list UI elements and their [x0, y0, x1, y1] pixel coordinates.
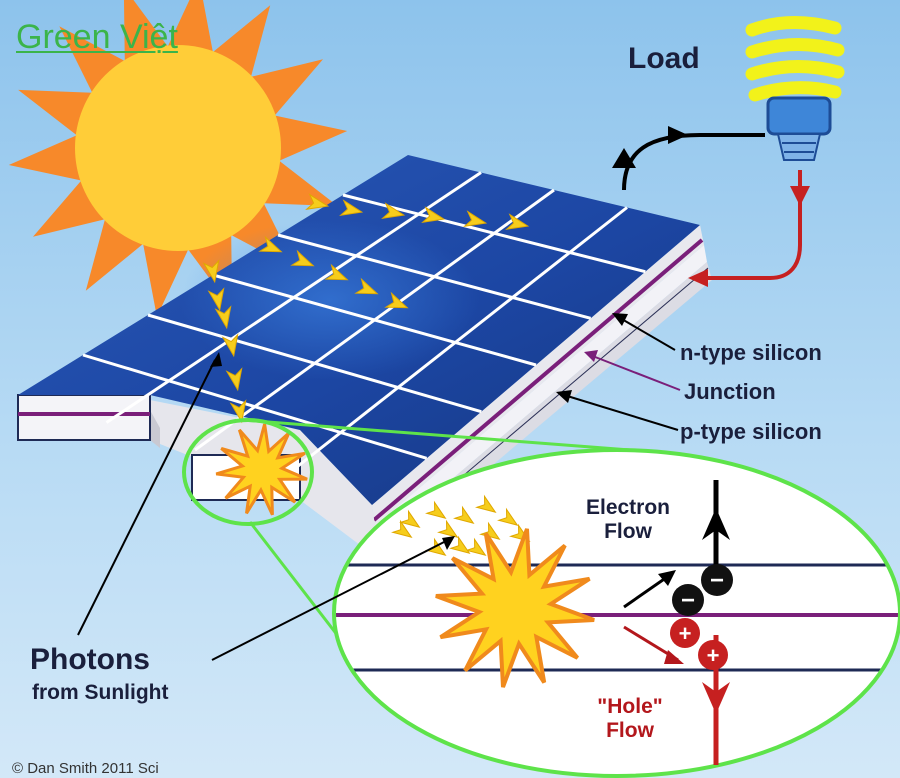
pointer-heads [210, 313, 628, 550]
photon-burst-large [435, 528, 595, 688]
panel-grid [82, 171, 646, 479]
electron-sign: − [710, 567, 724, 594]
wire-arrow-up [612, 148, 636, 168]
photon-arrows [202, 193, 530, 424]
label-pointers [77, 317, 681, 661]
wire-arrow-out [668, 126, 688, 144]
sun-core [75, 45, 281, 251]
wire-arrow-in [688, 269, 708, 287]
photon-burst-small [215, 423, 308, 516]
hole-flow-line1: "Hole" [597, 695, 663, 718]
wire-arrow-down [790, 186, 810, 206]
load-label: Load [628, 42, 700, 75]
electron-flow-line1: Electron [585, 496, 671, 519]
p-type-label: p-type silicon [680, 419, 822, 444]
electron-particles [672, 564, 733, 616]
hole-sign: + [679, 621, 692, 646]
hole-particles [670, 618, 728, 670]
circuit-wires [622, 133, 802, 280]
n-type-label: n-type silicon [680, 340, 822, 365]
brand-logo-text: Green Việt [16, 18, 178, 56]
electron-sign: − [681, 587, 695, 614]
hole-flow-label: "Hole" Flow [560, 695, 700, 743]
junction-label: Junction [684, 379, 776, 404]
copyright-text: © Dan Smith 2011 Sci [12, 760, 159, 777]
light-bulb [745, 16, 845, 161]
photons-label: Photons [30, 643, 150, 676]
zoom-view [332, 448, 900, 778]
zoom-photon-arrows [391, 494, 531, 556]
hole-flow-line2: Flow [606, 719, 654, 742]
electron-flow-line2: Flow [604, 520, 652, 543]
electron-flow-label: Electron Flow [548, 496, 708, 544]
hole-sign: + [707, 643, 720, 668]
from-sunlight-label: from Sunlight [32, 681, 169, 704]
